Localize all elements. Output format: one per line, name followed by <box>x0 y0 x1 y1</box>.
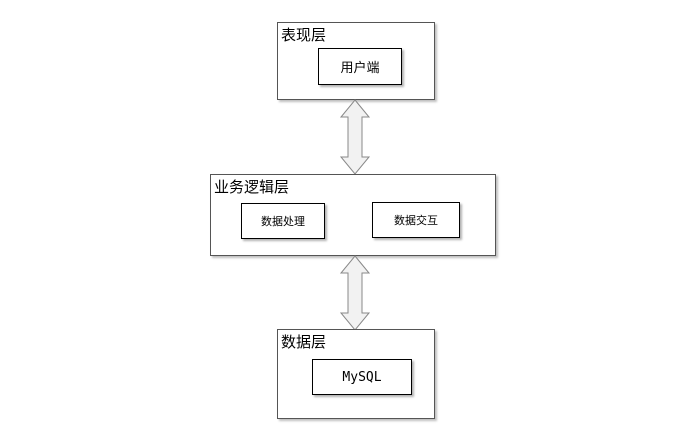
business-logic-layer-title: 业务逻辑层 <box>214 178 290 196</box>
mysql-node: MySQL <box>312 359 412 395</box>
data-interaction-node: 数据交互 <box>372 202 460 238</box>
double-arrow-top <box>339 99 371 175</box>
client-node: 用户端 <box>318 48 402 85</box>
presentation-layer: 表现层 用户端 <box>277 22 435 100</box>
data-layer: 数据层 MySQL <box>277 329 435 419</box>
data-layer-title: 数据层 <box>281 333 327 351</box>
presentation-layer-title: 表现层 <box>281 26 327 44</box>
business-logic-layer: 业务逻辑层 数据处理 数据交互 <box>210 174 496 256</box>
double-arrow-bottom <box>339 255 371 331</box>
data-processing-node: 数据处理 <box>241 203 325 239</box>
